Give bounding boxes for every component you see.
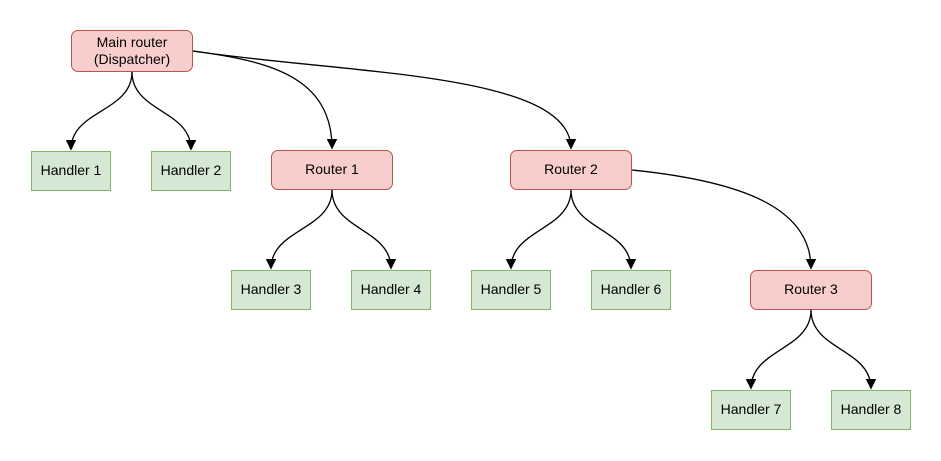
edge-router-2-to-handler-5 [505,189,572,270]
node-handler-6-label: Handler 6 [600,281,662,298]
node-handler-3: Handler 3 [231,270,311,310]
node-handler-4: Handler 4 [351,270,431,310]
node-handler-5-label: Handler 5 [480,281,542,298]
node-router-3: Router 3 [750,270,872,310]
node-handler-4-label: Handler 4 [360,281,422,298]
edge-router-2-to-router-3 [631,169,817,270]
edge-main-to-handler-1 [65,71,133,151]
edge-router-1-to-handler-3 [265,189,333,270]
node-handler-2: Handler 2 [151,151,231,191]
node-handler-1-label: Handler 1 [40,162,102,179]
node-handler-7-label: Handler 7 [720,401,782,418]
node-handler-1: Handler 1 [31,151,111,191]
edge-main-to-router-2 [192,50,577,150]
node-router-1: Router 1 [271,150,393,190]
node-handler-7: Handler 7 [711,390,791,430]
node-router-2: Router 2 [510,150,632,190]
node-handler-8-label: Handler 8 [840,401,902,418]
node-router-3-label: Router 3 [784,281,838,298]
node-main-router: Main router (Dispatcher) [71,30,193,72]
edge-router-3-to-handler-8 [810,309,877,390]
node-handler-3-label: Handler 3 [240,281,302,298]
node-router-1-label: Router 1 [305,161,359,178]
node-handler-5: Handler 5 [471,270,551,310]
node-handler-8: Handler 8 [831,390,911,430]
edge-main-to-router-1 [192,50,338,150]
node-handler-6: Handler 6 [591,270,671,310]
edge-router-3-to-handler-7 [745,309,812,390]
node-handler-2-label: Handler 2 [160,162,222,179]
edge-router-2-to-handler-6 [570,189,637,270]
node-main-router-label: Main router (Dispatcher) [93,33,171,68]
node-router-2-label: Router 2 [544,161,598,178]
edge-router-1-to-handler-4 [331,189,397,270]
edge-main-to-handler-2 [131,71,197,151]
